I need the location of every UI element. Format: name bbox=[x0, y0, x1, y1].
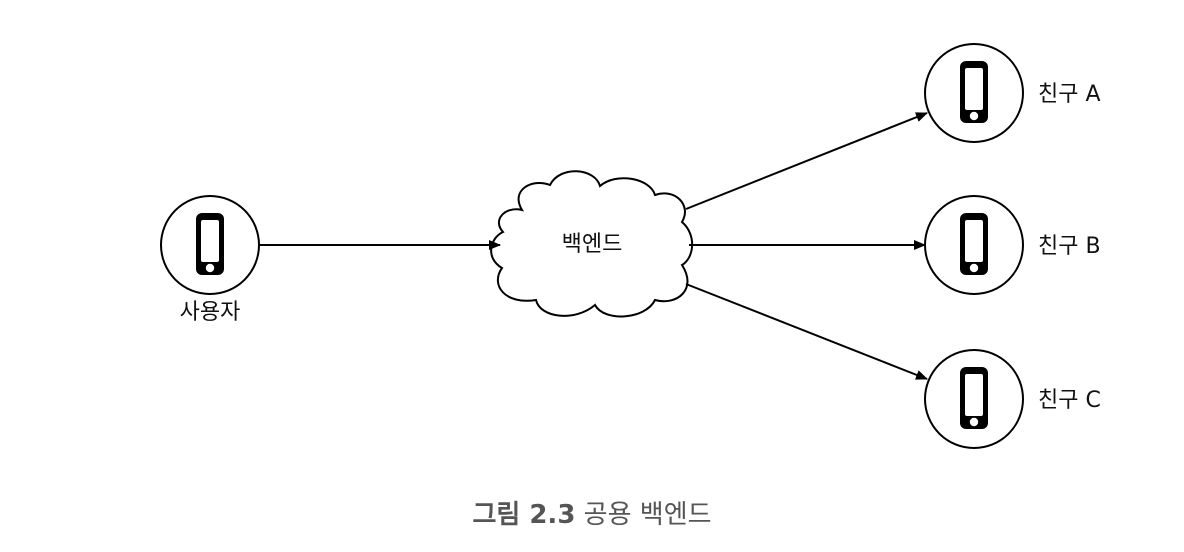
friend-b-label: 친구 B bbox=[1038, 234, 1101, 259]
backend-node bbox=[490, 170, 694, 318]
friend-node-a bbox=[924, 43, 1024, 143]
smartphone-icon bbox=[196, 213, 224, 275]
backend-label: 백엔드 bbox=[561, 232, 623, 257]
figure-caption: 그림 2.3 공용 백엔드 bbox=[0, 494, 1184, 531]
smartphone-icon bbox=[960, 213, 988, 275]
friend-node-c bbox=[924, 349, 1024, 449]
edge-backend-to-friend-c bbox=[685, 283, 928, 380]
caption-text: 공용 백엔드 bbox=[583, 500, 712, 530]
friend-a-label: 친구 A bbox=[1038, 82, 1101, 107]
smartphone-icon bbox=[960, 61, 988, 123]
friend-c-label: 친구 C bbox=[1038, 388, 1101, 413]
friend-node-b bbox=[924, 195, 1024, 295]
caption-prefix: 그림 2.3 bbox=[472, 500, 576, 530]
cloud-icon bbox=[490, 170, 694, 318]
user-label: 사용자 bbox=[179, 300, 241, 325]
user-node bbox=[160, 195, 260, 295]
smartphone-icon bbox=[960, 367, 988, 429]
edge-backend-to-friend-a bbox=[685, 112, 928, 210]
